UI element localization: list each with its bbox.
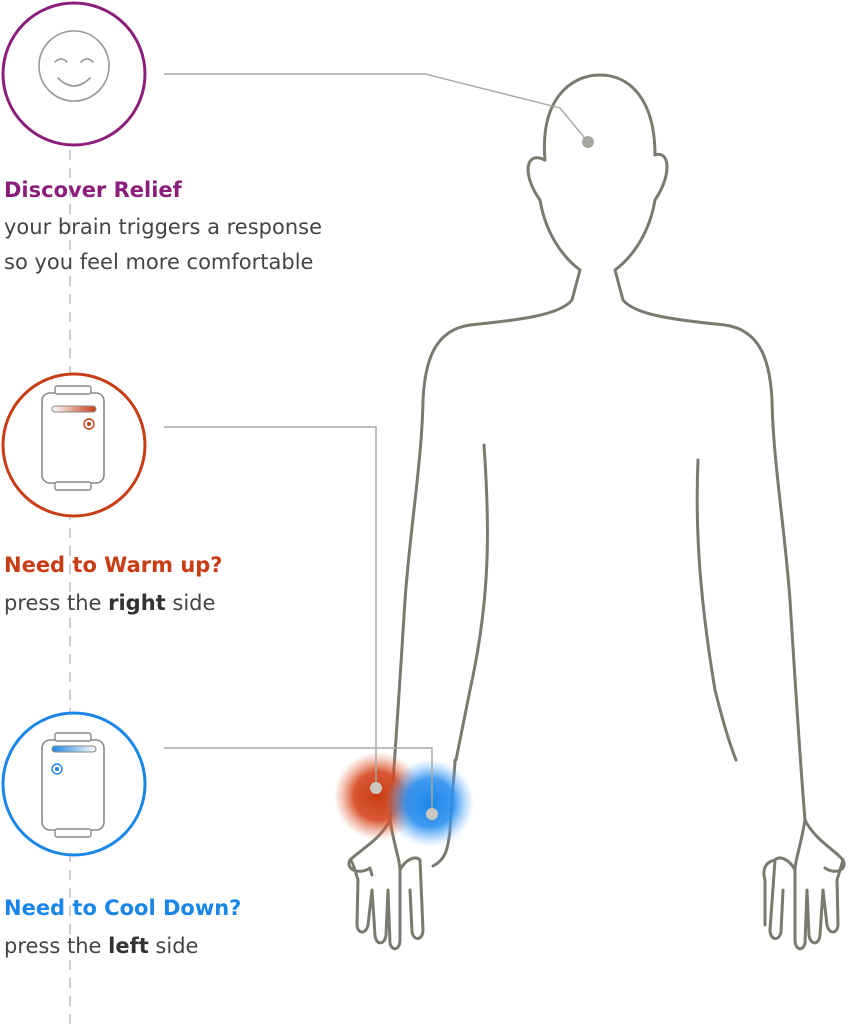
cool-badge (1, 711, 147, 857)
cool-text-block: Need to Cool Down? press the left side (4, 894, 241, 964)
relief-line-1: your brain triggers a response (4, 215, 323, 239)
warm-connector-dot (370, 782, 382, 794)
relief-description: your brain triggers a response so you fe… (4, 210, 322, 280)
cool-suffix: side (148, 934, 199, 958)
cool-heading: Need to Cool Down? (4, 896, 242, 920)
device-cool-icon (41, 732, 105, 838)
device-warm-icon (41, 385, 105, 491)
cool-connector-line (164, 747, 433, 814)
relief-heading: Discover Relief (4, 178, 182, 202)
relief-text-block: Discover Relief your brain triggers a re… (4, 176, 322, 280)
relief-line-2: so you feel more comfortable (4, 250, 314, 274)
cool-connector-dot (426, 808, 438, 820)
cool-bold-word: left (108, 934, 149, 958)
warm-description: press the right side (4, 585, 222, 621)
relief-connector-line (164, 73, 589, 143)
cool-description: press the left side (4, 928, 241, 964)
warm-connector-line (164, 426, 377, 788)
warm-text-block: Need to Warm up? press the right side (4, 551, 222, 621)
warm-badge (1, 372, 147, 518)
warm-heading: Need to Warm up? (4, 553, 223, 577)
cool-prefix: press the (4, 934, 109, 958)
warm-bold-word: right (108, 591, 166, 615)
relief-badge (1, 1, 147, 147)
warm-suffix: side (165, 591, 216, 615)
relief-connector-dot (582, 136, 594, 148)
cool-glow (386, 759, 474, 847)
warm-prefix: press the (4, 591, 109, 615)
smiley-face-icon (38, 30, 110, 102)
